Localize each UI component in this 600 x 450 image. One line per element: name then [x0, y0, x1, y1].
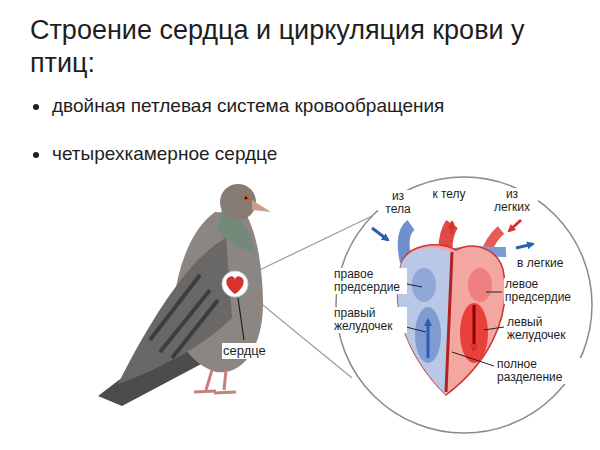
zoom-circle	[336, 177, 592, 433]
heart	[397, 224, 506, 395]
flow-label: в легкие	[516, 257, 564, 270]
title: Строение сердца и циркуляция крови у пти…	[30, 14, 575, 80]
flow-label: к телу	[430, 188, 468, 201]
bullet-text: четырехкамерное сердце	[52, 142, 277, 165]
bullet-text: двойная петлевая система кровообращения	[52, 94, 444, 117]
flow-label: из легких	[486, 188, 538, 214]
part-label: полное разделение	[496, 358, 582, 384]
flow-label: из тела	[378, 190, 418, 216]
leader-line	[238, 298, 244, 340]
bullet-dot	[33, 152, 39, 158]
part-label: левый желудочек	[506, 316, 584, 342]
pigeon	[98, 184, 271, 406]
part-label: сердце	[222, 343, 267, 359]
part-label: правый желудочек	[333, 307, 407, 333]
part-label: левое предсердие	[504, 278, 584, 304]
bullet-dot	[33, 104, 39, 110]
leader-lines	[402, 283, 504, 366]
part-label: правое предсердие	[333, 268, 407, 294]
